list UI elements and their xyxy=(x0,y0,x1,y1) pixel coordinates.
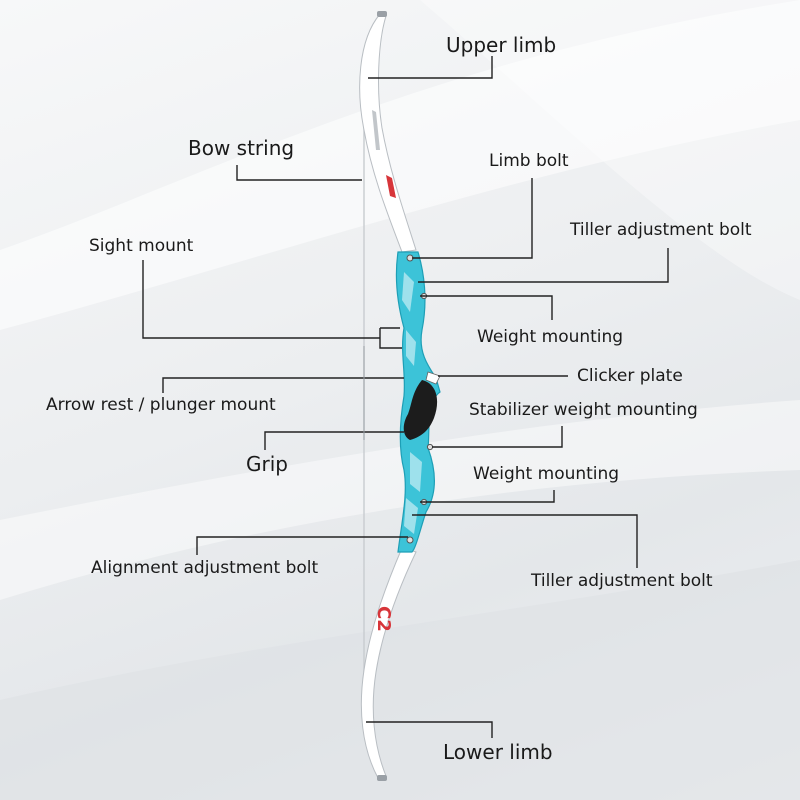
leader-limb-bolt xyxy=(412,178,533,259)
clicker-plate xyxy=(425,371,441,385)
label-weight-mounting-bottom: Weight mounting xyxy=(473,464,620,484)
label-alignment-bolt: Alignment adjustment bolt xyxy=(91,558,319,578)
lower-limb-logo: C2 xyxy=(373,606,394,632)
riser-cutout-3 xyxy=(410,452,422,492)
stabilizer-bushing xyxy=(426,443,434,451)
leader-sight-mount-b xyxy=(379,328,402,349)
label-sight-mount: Sight mount xyxy=(89,236,194,256)
leader-tiller-bolt-top xyxy=(418,248,669,283)
lower-limb xyxy=(360,547,417,779)
label-tiller-bolt-top: Tiller adjustment bolt xyxy=(570,220,752,240)
leader-alignment xyxy=(196,536,408,555)
label-weight-mounting-top: Weight mounting xyxy=(477,327,624,347)
label-grip: Grip xyxy=(246,452,288,476)
leader-weight-bottom xyxy=(420,490,555,503)
upper-limb-tip xyxy=(377,11,387,17)
leader-upper-limb xyxy=(368,56,493,79)
leader-weight-top xyxy=(420,295,553,320)
leader-sight-mount xyxy=(142,260,380,339)
leader-arrow-rest xyxy=(162,377,404,393)
leader-stabilizer xyxy=(432,426,563,448)
label-upper-limb: Upper limb xyxy=(446,33,557,57)
upper-limb-decal xyxy=(372,110,380,150)
label-arrow-rest: Arrow rest / plunger mount xyxy=(46,395,276,415)
leader-lower-limb xyxy=(366,721,493,738)
riser-cutout-1 xyxy=(402,272,414,312)
grip xyxy=(403,380,438,440)
label-bow-string: Bow string xyxy=(188,136,295,160)
label-lower-limb: Lower limb xyxy=(443,740,553,764)
riser-cutout-2 xyxy=(406,330,416,366)
limb-bolt-bottom xyxy=(406,536,414,544)
label-stabilizer-weight: Stabilizer weight mounting xyxy=(469,400,698,420)
leader-tiller-bottom xyxy=(412,514,638,568)
lower-limb-tip xyxy=(377,775,387,781)
label-limb-bolt: Limb bolt xyxy=(489,151,569,171)
upper-limb-logo xyxy=(386,175,396,198)
upper-limb xyxy=(359,13,417,253)
leader-grip xyxy=(264,431,404,450)
leader-bow-string xyxy=(236,165,362,181)
label-tiller-bolt-bottom: Tiller adjustment bolt xyxy=(531,571,713,591)
label-clicker-plate: Clicker plate xyxy=(577,366,683,386)
riser-cutout-4 xyxy=(404,498,418,534)
